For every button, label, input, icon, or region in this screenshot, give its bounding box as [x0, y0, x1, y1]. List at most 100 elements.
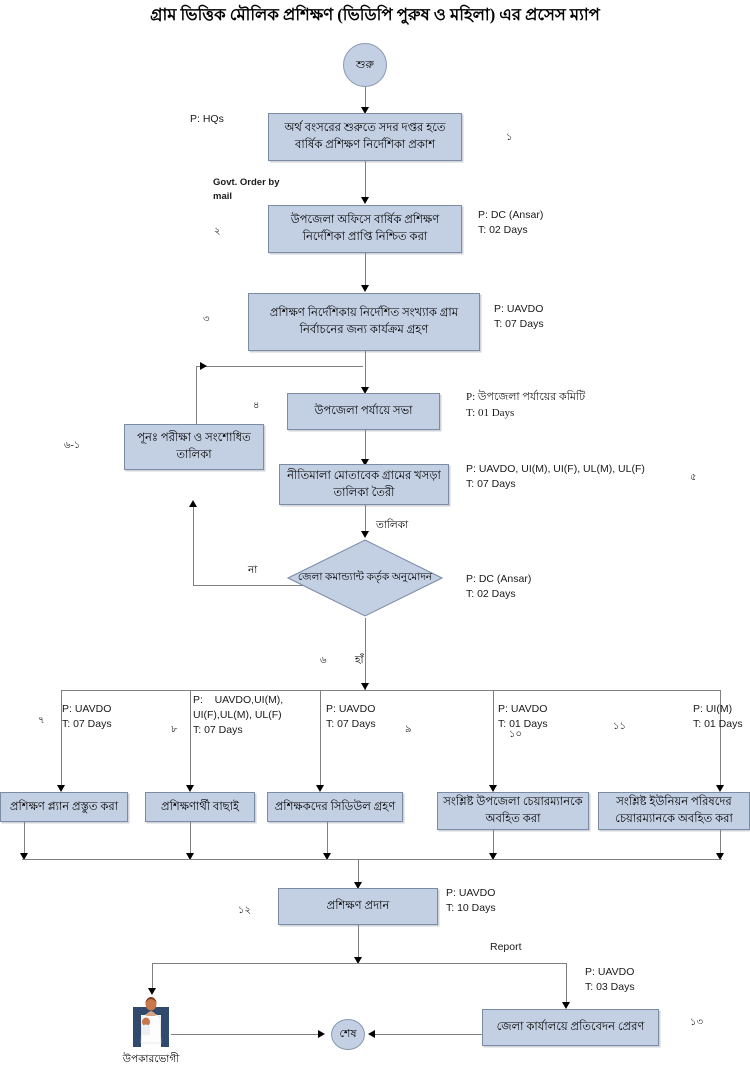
node-step11[interactable]: সংশ্লিষ্ট ইউনিয়ন পরিষদের চেয়ারম্যানকে … [598, 792, 750, 830]
annotation-step5: P: UAVDO, UI(M), UI(F), UL(M), UL(F) T: … [466, 463, 645, 491]
merge-bar [22, 859, 722, 860]
node-end[interactable]: শেষ [331, 1019, 365, 1050]
arrowhead-fanout [360, 683, 369, 690]
connector-step6-1-to-step3-horizontal [196, 366, 363, 367]
branch-to-beneficiary [152, 963, 153, 991]
arrowhead-step13 [561, 1002, 570, 1009]
merge-branch-9-vertical [327, 812, 328, 859]
fanout-branch-7 [61, 690, 62, 790]
connector-step1-to-step2 [365, 161, 366, 199]
arrowhead-step10 [488, 785, 497, 792]
annotation-step13: P: UAVDO T: 03 Days [585, 966, 635, 994]
connector-decision-no-vertical [193, 506, 194, 586]
step-number-12: ১২ [238, 905, 251, 916]
person-with-child-icon [133, 997, 169, 1047]
node-decision-label: জেলা কমান্ড্যান্ট কর্তৃক অনুমোদন [297, 571, 433, 583]
diamond-icon [287, 539, 443, 617]
step-number-7: ৭ [38, 715, 45, 726]
arrowhead-end-from-right [368, 1029, 375, 1038]
annotation-step12: P: UAVDO T: 10 Days [446, 887, 496, 915]
node-step2[interactable]: উপজেলা অফিসে বার্ষিক প্রশিক্ষণ নির্দেশিক… [268, 205, 462, 253]
node-step4-label: উপজেলা পর্যায়ে সভা [314, 405, 413, 418]
node-step9-label: প্রশিক্ষকদের সিডিউল গ্রহণ [274, 800, 396, 813]
arrowhead-merge-10 [488, 853, 497, 860]
node-step5[interactable]: নীতিমালা মোতাবেক গ্রামের খসড়া তালিকা তৈ… [279, 464, 449, 505]
annotation-step2: P: DC (Ansar) T: 02 Days [478, 209, 544, 237]
fanout-branch-8 [190, 690, 191, 790]
arrowhead-step7 [56, 785, 65, 792]
annotation-govt-order: Govt. Order by mail [213, 177, 280, 202]
branch-to-step13 [566, 963, 567, 1007]
connector-step3-to-step4 [365, 351, 366, 389]
arrowhead-step8 [185, 785, 194, 792]
edge-label-na: না [247, 563, 259, 580]
arrowhead-merge-11 [715, 853, 724, 860]
node-step10[interactable]: সংশ্লিষ্ট উপজেলা চেয়ারম্যানকে অবহিত করা [437, 792, 589, 830]
arrowhead-merge-8 [185, 853, 194, 860]
fanout-branch-9 [320, 690, 321, 790]
edge-label-report: Report [490, 941, 522, 953]
arrowhead-step9 [315, 785, 324, 792]
connector-step13-to-end [372, 1034, 482, 1035]
node-step12-label: প্রশিক্ষণ প্রদান [326, 900, 390, 913]
node-end-label: শেষ [339, 1028, 357, 1040]
node-step8[interactable]: প্রশিক্ষণার্থী বাছাই [145, 792, 255, 822]
merge-branch-11-vertical [720, 812, 721, 859]
arrowhead-step3 [360, 285, 369, 292]
step-number-5: ৫ [690, 472, 697, 483]
node-step13-label: জেলা কার্যালয়ে প্রতিবেদন প্রেরণ [496, 1021, 645, 1034]
node-step6-1-label: পূনঃ পরীক্ষা ও সংশোধিত তালিকা [137, 432, 251, 461]
node-start[interactable]: শুরু [343, 43, 387, 87]
node-step12[interactable]: প্রশিক্ষণ প্রদান [278, 888, 438, 925]
arrowhead-decision [360, 531, 369, 538]
arrowhead-step4 [360, 387, 369, 394]
node-step7-label: প্রশিক্ষণ প্ল্যান প্রস্তুত করা [9, 800, 119, 813]
connector-decision-yes [365, 618, 366, 690]
connector-step12-down [358, 925, 359, 963]
arrowhead-merge-9 [322, 853, 331, 860]
node-step11-label: সংশ্লিষ্ট ইউনিয়ন পরিষদের চেয়ারম্যানকে … [615, 796, 733, 825]
node-start-label: শুরু [356, 58, 374, 71]
node-step2-label: উপজেলা অফিসে বার্ষিক প্রশিক্ষণ নির্দেশিক… [290, 214, 440, 243]
beneficiary-caption: উপকারভোগী [122, 1054, 180, 1065]
step-number-6: ৬ [320, 655, 327, 666]
arrowhead-step11 [715, 785, 724, 792]
node-step9[interactable]: প্রশিক্ষকদের সিডিউল গ্রহণ [267, 792, 403, 822]
node-step1[interactable]: অর্থ বংসরের শুরুতে সদর দপ্তর হতে বার্ষিক… [268, 113, 462, 161]
node-step7[interactable]: প্রশিক্ষণ প্ল্যান প্রস্তুত করা [0, 792, 128, 822]
node-step3[interactable]: প্রশিক্ষণ নির্দেশিকায় নির্দেশিত সংখ্যাক… [248, 293, 480, 351]
split-bar-step12 [152, 963, 566, 964]
node-step6-1[interactable]: পূনঃ পরীক্ষা ও সংশোধিত তালিকা [124, 424, 264, 470]
annotation-step8: P: UAVDO,UI(M), UI(F),UL(M), UL(F) T: 07… [193, 694, 284, 737]
step-number-3: ৩ [203, 314, 210, 325]
connector-start-to-step1 [365, 86, 366, 109]
annotation-step11: P: UI(M) T: 01 Days [693, 703, 743, 731]
step-number-13: ১৩ [690, 1017, 703, 1028]
arrowhead-end-from-left [318, 1029, 325, 1038]
step-number-11: ১১ [613, 721, 626, 732]
node-step10-label: সংশ্লিষ্ট উপজেলা চেয়ারম্যানকে অবহিত করা [443, 796, 583, 825]
merge-branch-7-vertical [24, 815, 25, 859]
connector-decision-no-horizontal [193, 585, 303, 586]
edge-label-ha: হাঁ [354, 653, 365, 670]
merge-branch-8-vertical [190, 812, 191, 859]
node-decision-approval[interactable]: জেলা কমান্ড্যান্ট কর্তৃক অনুমোদন [287, 539, 443, 617]
arrowhead-beneficiary [147, 988, 156, 995]
annotation-step10: P: UAVDO T: 01 Days [498, 703, 548, 731]
node-step3-label: প্রশিক্ষণ নির্দেশিকায় নির্দেশিত সংখ্যাক… [269, 307, 459, 336]
arrowhead-step12 [353, 882, 362, 889]
arrowhead-merge-7 [19, 853, 28, 860]
connector-step4-to-step5 [365, 430, 366, 462]
annotation-step1: P: HQs [190, 113, 224, 125]
step-number-1: ১ [506, 132, 513, 143]
connector-step6-1-to-step3-vertical [196, 366, 197, 424]
node-step13[interactable]: জেলা কার্যালয়ে প্রতিবেদন প্রেরণ [482, 1009, 659, 1046]
step-number-4: ৪ [253, 400, 260, 411]
node-step4[interactable]: উপজেলা পর্যায়ে সভা [287, 393, 440, 430]
step-number-6-1: ৬-১ [64, 440, 81, 451]
merge-branch-10-vertical [493, 812, 494, 859]
arrowhead-step1 [360, 107, 369, 114]
connector-merge-to-step12 [358, 859, 359, 887]
page-title: গ্রাম ভিত্তিক মৌলিক প্রশিক্ষণ (ভিডিপি পু… [150, 5, 600, 24]
